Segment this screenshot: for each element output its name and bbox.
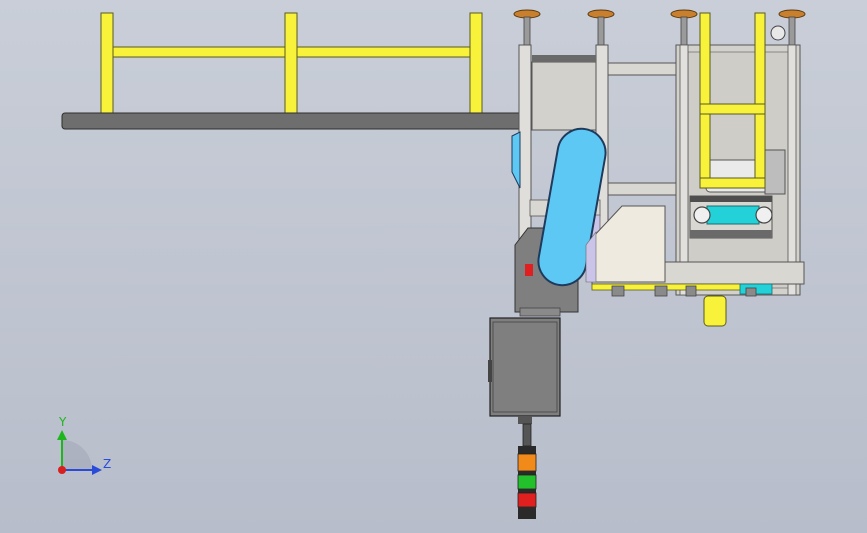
- cyan-roller: [706, 205, 760, 225]
- guard-rail-post-2: [284, 12, 298, 115]
- guard-rail-post-3: [469, 12, 483, 115]
- triad-z-label: Z: [103, 457, 112, 471]
- beacon-orange-light: [517, 453, 537, 472]
- belt-guide-plate: [511, 131, 521, 189]
- guard-rail-post-1: [100, 12, 114, 115]
- signal-tower-beacon[interactable]: [517, 423, 537, 519]
- leveling-foot-3: [670, 9, 698, 48]
- tower-panel: [531, 61, 597, 131]
- beacon-green-light: [517, 474, 537, 490]
- roller-assembly[interactable]: [689, 195, 773, 239]
- conveyor-bed[interactable]: [61, 112, 529, 130]
- triad-y-label: Y: [59, 415, 67, 429]
- leveling-feet: [513, 9, 806, 48]
- coordinate-triad: [57, 430, 102, 475]
- yellow-cylinder: [703, 295, 727, 327]
- beacon-red-light: [517, 492, 537, 508]
- guard-rail-fence[interactable]: [100, 12, 483, 115]
- leveling-foot-2: [587, 9, 615, 48]
- electrical-cabinet[interactable]: [488, 317, 561, 424]
- cabinet-yellow-ladder: [699, 12, 786, 189]
- leveling-foot-1: [513, 9, 541, 48]
